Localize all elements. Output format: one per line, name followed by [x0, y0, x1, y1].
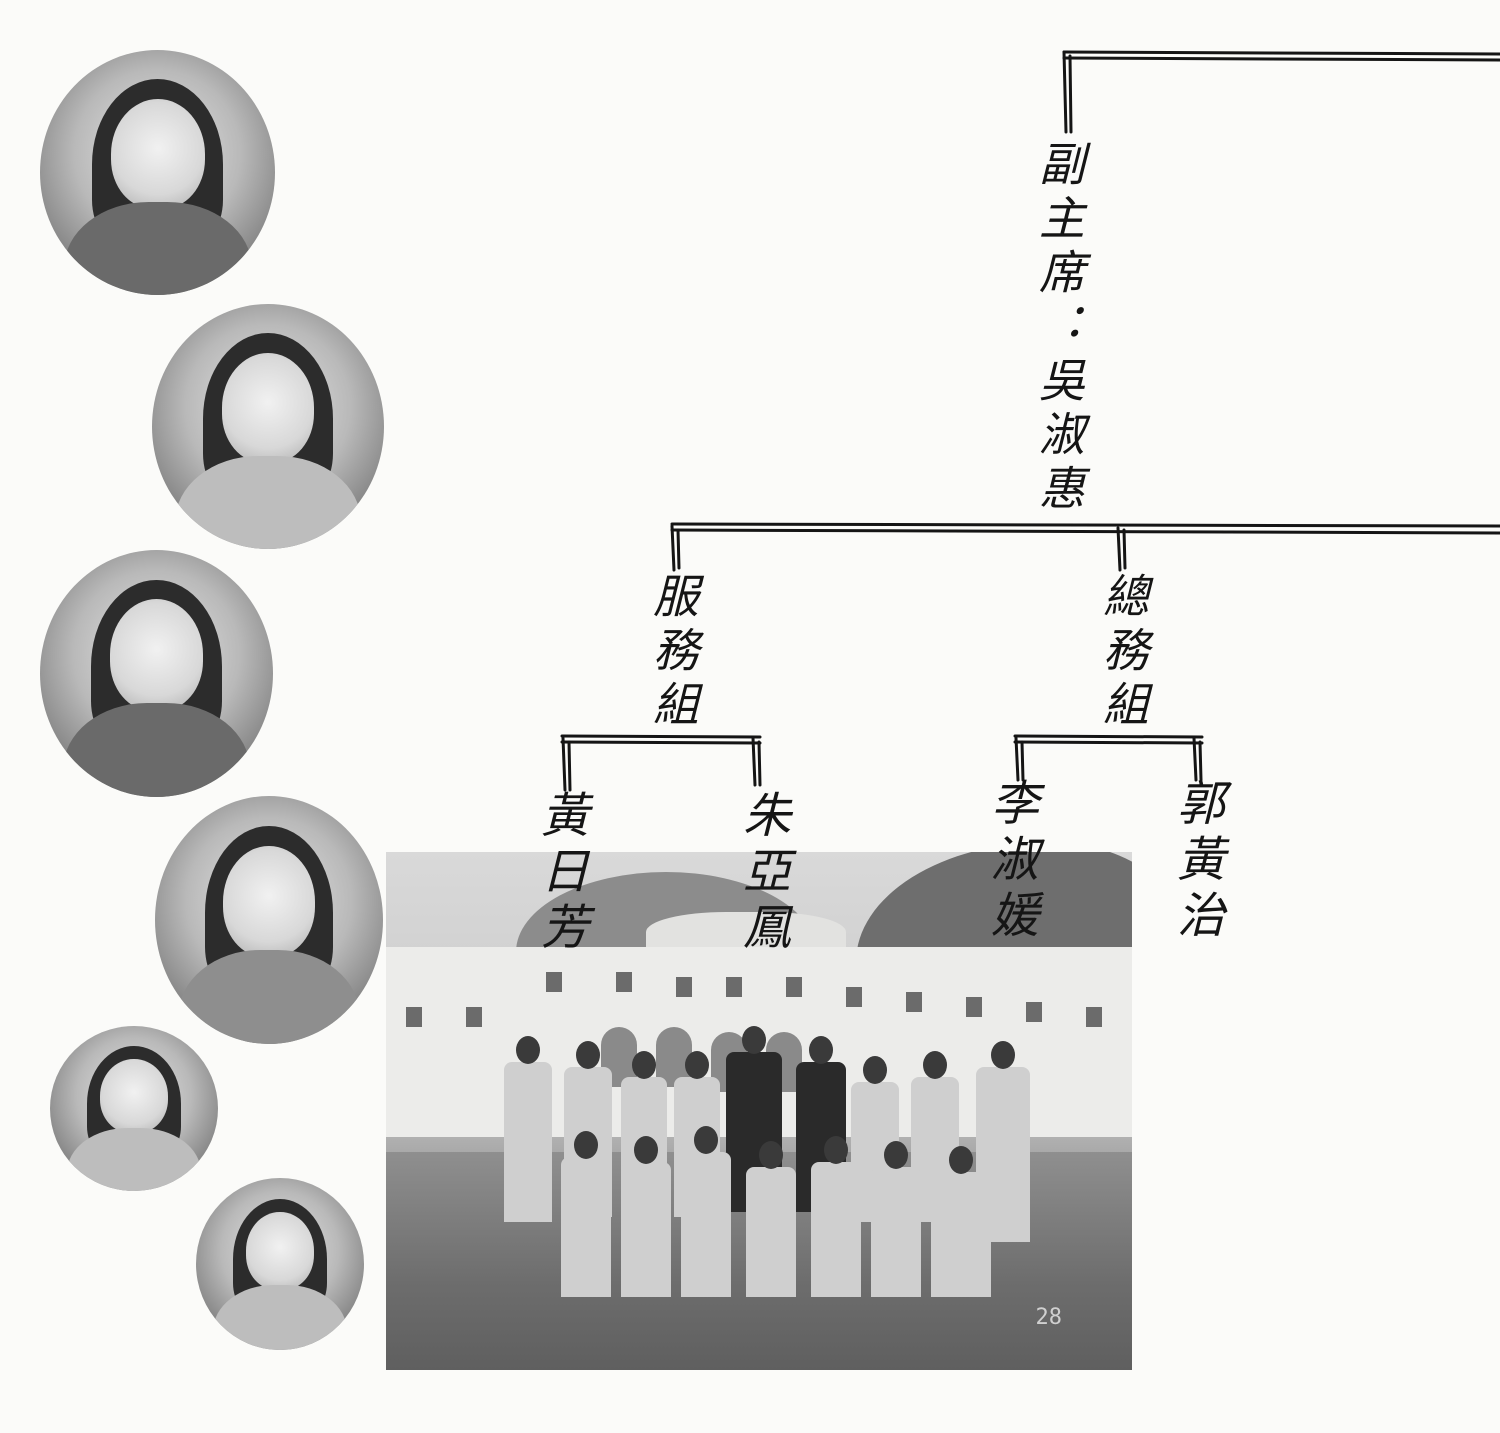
member-name: 黃日芳 [532, 790, 588, 958]
member-name: 郭黃治 [1168, 778, 1224, 946]
portrait-photo [155, 796, 383, 1044]
member-name: 朱亞鳳 [734, 790, 790, 958]
date-stamp: 28 [1035, 1305, 1063, 1330]
portrait-photo [152, 304, 384, 549]
member-name: 李淑媛 [982, 778, 1038, 946]
portrait-photo [50, 1026, 218, 1191]
portrait-photo [40, 50, 275, 295]
department-general-affairs: 總務組 [1096, 572, 1150, 734]
department-service: 服務組 [646, 572, 700, 734]
vice-chair-label: 副主席：吳淑惠 [1032, 140, 1086, 518]
vice-chair-name: 吳淑惠 [1032, 356, 1086, 518]
group-photo: 28 [386, 852, 1132, 1370]
portrait-photo [40, 550, 273, 797]
vice-chair-title: 副主席 [1032, 140, 1086, 302]
portrait-photo [196, 1178, 364, 1350]
title-separator: ： [1032, 302, 1086, 356]
